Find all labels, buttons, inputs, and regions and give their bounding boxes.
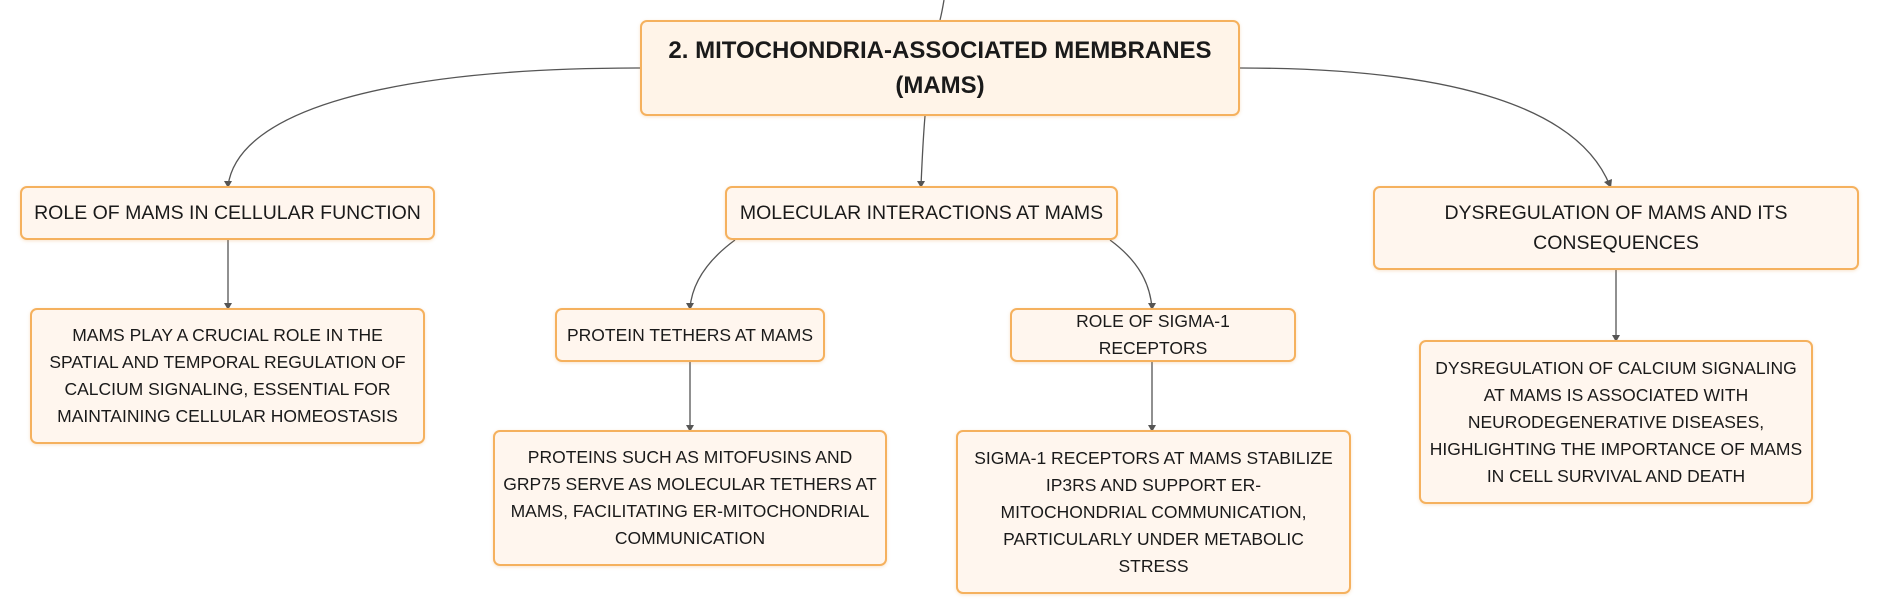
arrowhead-molecular-interactions	[917, 181, 925, 188]
sub-node-protein-tethers[interactable]: PROTEIN TETHERS AT MAMS	[555, 308, 825, 362]
branch-node-cellular-function-label: ROLE OF MAMS IN CELLULAR FUNCTION	[34, 202, 421, 224]
detail-node-cellular-function-text: MAMS PLAY A CRUCIAL ROLE IN THE SPATIAL …	[49, 325, 406, 426]
sub-node-sigma1-receptors-label: ROLE OF SIGMA-1 RECEPTORS	[1076, 311, 1230, 358]
arrowhead-cellular-function	[224, 181, 232, 188]
branch-node-dysregulation[interactable]: DYSREGULATION OF MAMS AND ITS CONSEQUENC…	[1373, 186, 1859, 270]
detail-node-dysregulation[interactable]: DYSREGULATION OF CALCIUM SIGNALING AT MA…	[1419, 340, 1813, 504]
connector-root-to-molecular-interactions	[920, 115, 926, 187]
connector-molecular-to-sigma1	[1109, 239, 1153, 309]
root-node-label: 2. MITOCHONDRIA-ASSOCIATED MEMBRANES (MA…	[668, 37, 1212, 99]
detail-node-cellular-function[interactable]: MAMS PLAY A CRUCIAL ROLE IN THE SPATIAL …	[30, 308, 425, 444]
branch-node-cellular-function[interactable]: ROLE OF MAMS IN CELLULAR FUNCTION	[20, 186, 435, 240]
connector-root-to-cellular-function	[227, 67, 641, 187]
arrowhead-sigma1-detail	[1148, 425, 1156, 432]
arrowhead-protein-tethers	[686, 303, 694, 310]
root-node[interactable]: 2. MITOCHONDRIA-ASSOCIATED MEMBRANES (MA…	[640, 20, 1240, 116]
detail-node-protein-tethers[interactable]: PROTEINS SUCH AS MITOFUSINS AND GRP75 SE…	[493, 430, 887, 566]
sub-node-sigma1-receptors[interactable]: ROLE OF SIGMA-1 RECEPTORS	[1010, 308, 1296, 362]
connector-molecular-to-protein-tethers	[689, 239, 736, 309]
branch-node-molecular-interactions-label: MOLECULAR INTERACTIONS AT MAMS	[739, 202, 1104, 224]
connector-incoming	[939, 0, 945, 21]
sub-node-protein-tethers-label: PROTEIN TETHERS AT MAMS	[567, 324, 814, 345]
branch-node-dysregulation-label: DYSREGULATION OF MAMS AND ITS CONSEQUENC…	[1444, 202, 1788, 254]
arrowhead-dysregulation-detail	[1612, 335, 1620, 342]
arrowhead-dysregulation	[1604, 179, 1612, 188]
connector-root-to-dysregulation	[1239, 67, 1611, 187]
arrowhead-cellular-detail	[224, 303, 232, 310]
arrowhead-sigma1	[1148, 303, 1156, 310]
detail-node-sigma1-receptors-text: SIGMA-1 RECEPTORS AT MAMS STABILIZE IP3R…	[974, 447, 1333, 576]
detail-node-protein-tethers-text: PROTEINS SUCH AS MITOFUSINS AND GRP75 SE…	[503, 447, 877, 548]
arrowhead-protein-tethers-detail	[686, 425, 694, 432]
detail-node-dysregulation-text: DYSREGULATION OF CALCIUM SIGNALING AT MA…	[1429, 357, 1803, 486]
branch-node-molecular-interactions[interactable]: MOLECULAR INTERACTIONS AT MAMS	[725, 186, 1118, 240]
detail-node-sigma1-receptors[interactable]: SIGMA-1 RECEPTORS AT MAMS STABILIZE IP3R…	[956, 430, 1351, 594]
